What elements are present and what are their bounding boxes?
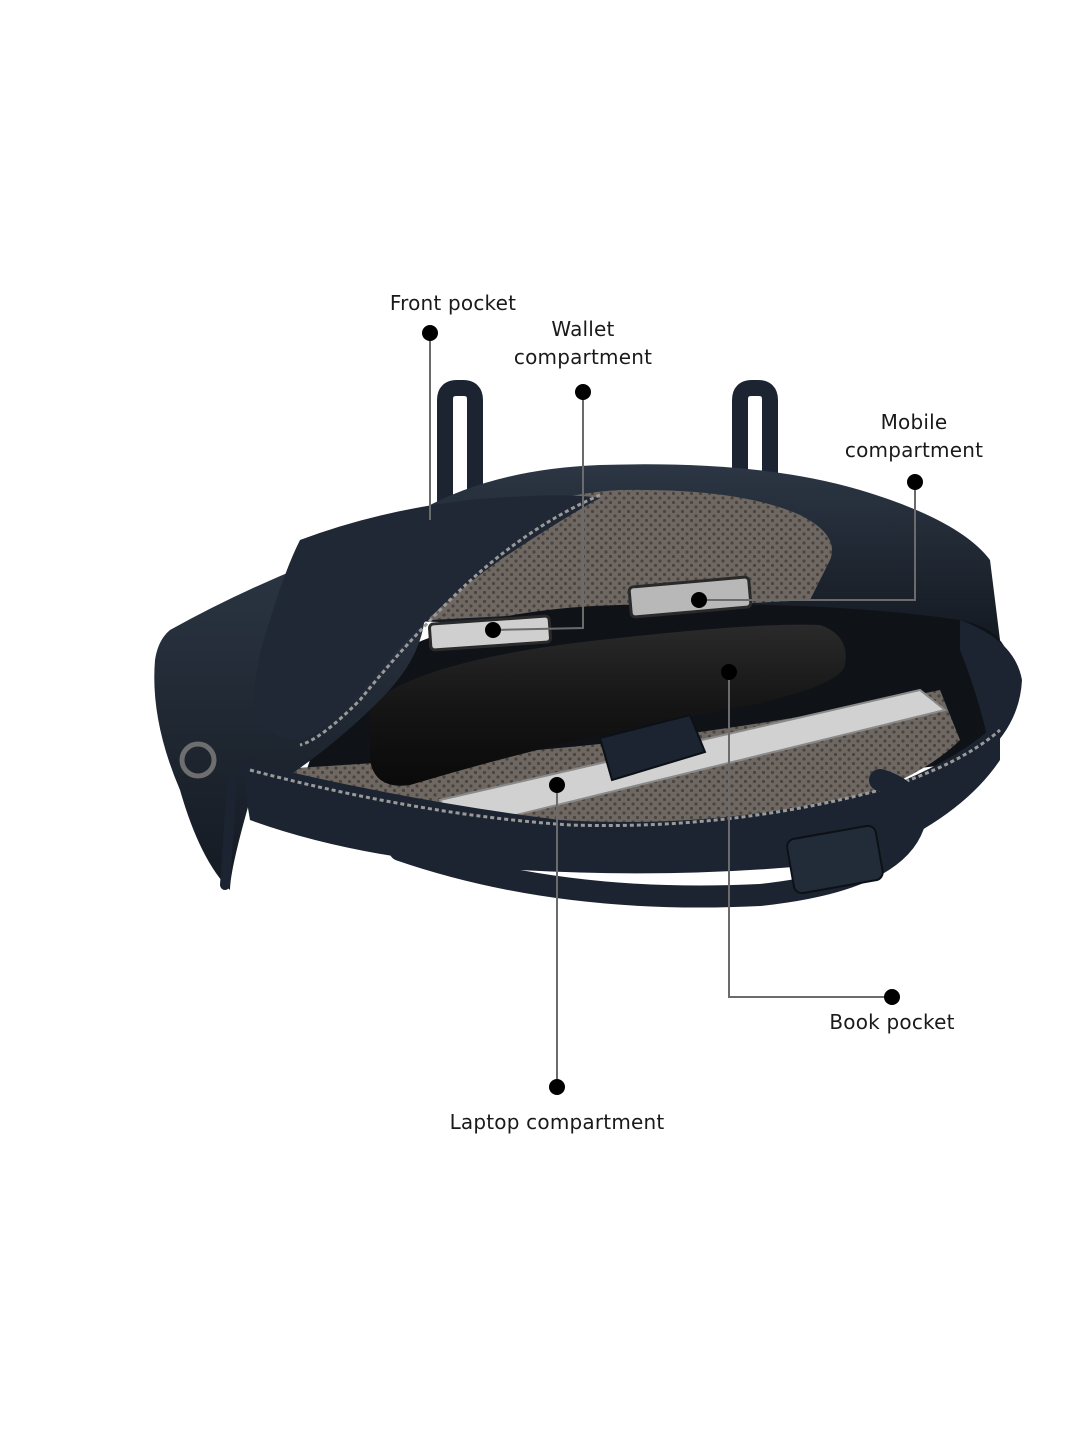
- wallet-dot-inner: [485, 622, 501, 638]
- book-dot-outer: [884, 989, 900, 1005]
- label-laptop-line-1: Laptop compartment: [449, 1110, 665, 1134]
- label-front-pocket: Front pocket: [372, 289, 534, 317]
- callout-dots: [422, 325, 923, 1095]
- handle-strap-loop: [786, 824, 884, 895]
- label-mobile-line-2: compartment: [844, 438, 984, 462]
- right-handle: [732, 380, 778, 498]
- label-wallet-line-1: Wallet: [551, 317, 615, 341]
- flap-zipper: [299, 493, 601, 747]
- label-wallet-compartment: Wallet compartment: [503, 315, 663, 371]
- zipper-pull: [220, 775, 237, 890]
- front-pocket-dot: [422, 325, 438, 341]
- bag-front-flap: [254, 495, 600, 740]
- label-book-pocket: Book pocket: [817, 1008, 967, 1036]
- label-book-line-1: Book pocket: [829, 1010, 955, 1034]
- wallet-dot-outer: [575, 384, 591, 400]
- book-dot-inner: [721, 664, 737, 680]
- left-handle: [437, 380, 483, 508]
- mobile-dot-inner: [691, 592, 707, 608]
- label-front-pocket-line-1: Front pocket: [389, 291, 517, 315]
- book-leader: [728, 672, 892, 998]
- bag-illustration: [154, 380, 1022, 908]
- label-laptop-compartment: Laptop compartment: [437, 1108, 677, 1136]
- book-strap: [598, 713, 707, 782]
- wallet-leader: [492, 392, 584, 631]
- laptop-dot-inner: [549, 777, 565, 793]
- mobile-leader: [699, 482, 916, 601]
- bag-right-side: [960, 620, 1022, 750]
- callout-lines: [429, 333, 916, 1087]
- mobile-pocket: [627, 575, 753, 619]
- d-ring: [179, 741, 217, 779]
- front-zipper: [249, 728, 1001, 828]
- label-mobile-compartment: Mobile compartment: [834, 408, 994, 464]
- label-mobile-line-1: Mobile: [880, 410, 948, 434]
- laptop-dot-outer: [549, 1079, 565, 1095]
- mobile-dot-outer: [907, 474, 923, 490]
- label-wallet-line-2: compartment: [513, 345, 653, 369]
- front-handle: [389, 769, 927, 908]
